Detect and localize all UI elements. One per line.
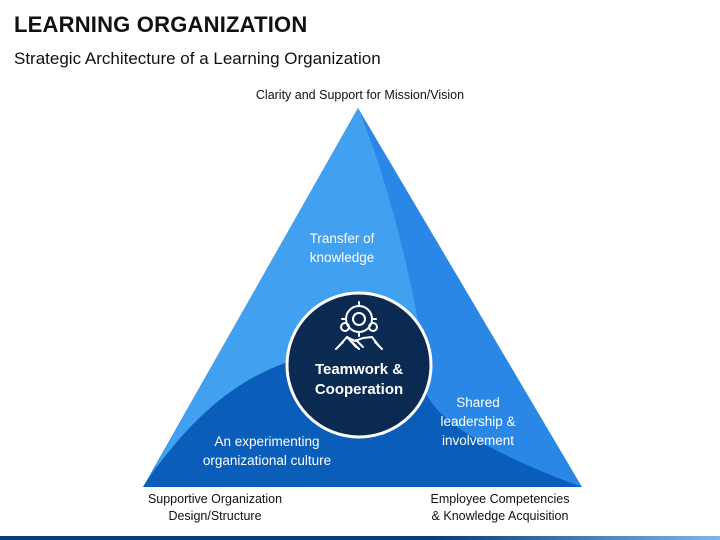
bottom-left-corner-label: Supportive Organization Design/Structure: [130, 491, 300, 525]
center-line-1: Teamwork &: [314, 361, 404, 378]
shared-line-1: Shared: [456, 395, 500, 410]
experiment-line-1: An experimenting: [214, 434, 320, 449]
shared-leadership-label: Shared leadership & involvement: [420, 393, 536, 450]
center-line-2: Cooperation: [314, 381, 404, 398]
experiment-line-2: organizational culture: [202, 453, 332, 468]
bottom-right-corner-label: Employee Competencies & Knowledge Acquis…: [415, 491, 585, 525]
center-label: Teamwork & Cooperation: [288, 360, 430, 400]
bottom-right-line-1: Employee Competencies: [430, 492, 570, 506]
page-title: LEARNING ORGANIZATION: [14, 12, 308, 37]
bottom-right-line-2: & Knowledge Acquisition: [431, 509, 569, 523]
footer-bar: [0, 536, 720, 540]
teamwork-handshake-icon: [335, 301, 383, 350]
bottom-left-line-1: Supportive Organization: [147, 492, 283, 506]
bottom-left-line-2: Design/Structure: [168, 509, 262, 523]
top-corner-label: Clarity and Support for Mission/Vision: [255, 88, 465, 102]
shared-line-3: involvement: [441, 433, 515, 448]
transfer-line-2: knowledge: [309, 250, 375, 265]
center-circle: [285, 291, 433, 439]
transfer-line-1: Transfer of: [309, 231, 375, 246]
shared-line-2: leadership &: [440, 414, 516, 429]
transfer-knowledge-label: Transfer of knowledge: [282, 229, 402, 267]
page-subtitle: Strategic Architecture of a Learning Org…: [14, 49, 381, 68]
experimenting-culture-label: An experimenting organizational culture: [182, 432, 352, 470]
